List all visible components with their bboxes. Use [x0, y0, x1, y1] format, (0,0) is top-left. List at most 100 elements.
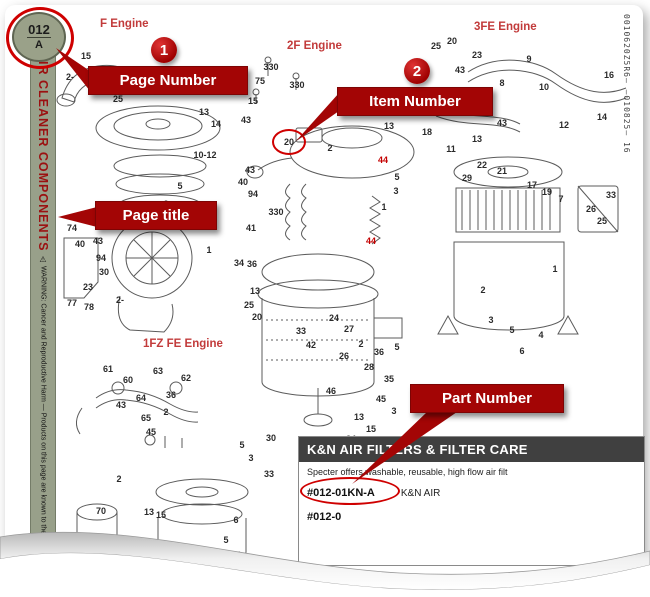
part-number-label: 6	[519, 346, 525, 356]
part-number-label: 14	[596, 112, 608, 122]
part-number-label: 13	[249, 286, 261, 296]
part-number-label: 40	[74, 239, 86, 249]
sidebar-page-title: AIR CLEANER COMPONENTS	[36, 51, 50, 252]
part-number-label: 65	[140, 413, 152, 423]
part-number-label: 10-12	[193, 150, 217, 160]
part-number-label: 15	[365, 424, 377, 434]
part-number-label: 33	[263, 469, 275, 479]
part-number-label: 70	[95, 506, 107, 516]
page-curl	[0, 531, 650, 597]
part-number-label: 25	[112, 94, 124, 104]
part-number-label: 25	[430, 41, 442, 51]
part-number-label: 62	[180, 373, 192, 383]
kn-panel-header: K&N AIR FILTERS & FILTER CARE	[299, 437, 644, 462]
part-number-label: 5	[394, 172, 400, 182]
part-number-label: 40	[237, 177, 249, 187]
part-number-label: 27	[343, 324, 355, 334]
part-number-label: 15	[80, 51, 92, 61]
part-number-label: 2	[163, 407, 169, 417]
part-number-label: 43	[496, 118, 508, 128]
part-number-label: 77	[66, 298, 78, 308]
part-number-label: 15	[155, 510, 167, 520]
part-number-label: 1	[381, 202, 387, 212]
callout-number-2: 2	[404, 58, 430, 84]
part-number-label: 5	[239, 440, 245, 450]
part-number-highlight-ellipse	[300, 477, 400, 505]
part-number-label: 13	[143, 507, 155, 517]
part-number-label: 23	[471, 50, 483, 60]
part-number-label: 2	[116, 474, 122, 484]
part-number-label: 13	[353, 412, 365, 422]
sidebar-warning-text: ⚠ WARNING: Cancer and Reproductive Harm …	[38, 255, 48, 543]
part-number-label: 18	[421, 127, 433, 137]
part-number-label: 8	[499, 78, 505, 88]
part-number-label: 9	[526, 54, 532, 64]
part-number-label: 20	[446, 36, 458, 46]
part-number-label: 43	[240, 115, 252, 125]
part-number-label: 44	[365, 236, 377, 246]
part-number-label: 74	[66, 223, 78, 233]
part-number-label: 24	[328, 313, 340, 323]
part-number-label: 36	[246, 259, 258, 269]
part-number-label: 43	[244, 165, 256, 175]
part-number-label: 16	[603, 70, 615, 80]
part-number-label: 60	[122, 375, 134, 385]
3fe-engine-diagram	[435, 59, 627, 335]
part-number-label: 46	[325, 386, 337, 396]
part-number-label: 43	[92, 236, 104, 246]
part-number-label: 25	[596, 216, 608, 226]
page-number-highlight-ellipse	[6, 7, 74, 69]
part-number-label: 64	[135, 393, 147, 403]
engine-label-f: F Engine	[100, 18, 149, 30]
part-number-label: 30	[265, 433, 277, 443]
part-number-label: 5	[177, 181, 183, 191]
part-number-label: 6	[233, 515, 239, 525]
part-number-label: 2	[358, 339, 364, 349]
part-number-label: 3	[393, 186, 399, 196]
part-number-label: 15	[247, 96, 259, 106]
part-number-label: 22	[476, 160, 488, 170]
part-number-label: 33	[295, 326, 307, 336]
part-number-label: 19	[541, 187, 553, 197]
part-number-label: 43	[115, 400, 127, 410]
part-number-label: 1	[206, 245, 212, 255]
kn-part-number: #012-0	[307, 511, 342, 523]
part-number-label: 44	[377, 155, 389, 165]
item-number-callout: Item Number	[337, 87, 493, 116]
page-title-callout: Page title	[95, 201, 217, 230]
part-number-label: 41	[245, 223, 257, 233]
part-number-label: 17	[526, 180, 538, 190]
part-number-label: 5	[394, 342, 400, 352]
part-number-label: 13	[471, 134, 483, 144]
part-number-label: 34	[233, 258, 245, 268]
part-number-label: 94	[247, 189, 259, 199]
page-number-callout: Page Number	[88, 66, 248, 95]
warning-triangle-icon: ⚠	[38, 255, 48, 264]
part-number-label: 45	[145, 427, 157, 437]
part-number-label: 5	[223, 535, 229, 545]
part-number-label: 20	[251, 312, 263, 322]
part-number-label: 45	[375, 394, 387, 404]
part-number-label: 30	[98, 267, 110, 277]
kn-part-row: #012-0	[299, 503, 644, 527]
part-number-label: 12	[558, 120, 570, 130]
part-number-label: 28	[363, 362, 375, 372]
callout-number-1: 1	[151, 37, 177, 63]
part-number-label: 3	[248, 453, 254, 463]
part-number-label: 330	[289, 80, 305, 90]
engine-label-1fzfe: 1FZ FE Engine	[143, 338, 223, 350]
part-number-label: 94	[95, 253, 107, 263]
engine-label-2f: 2F Engine	[287, 40, 342, 52]
part-number-label: 36	[165, 390, 177, 400]
part-number-label: 42	[305, 340, 317, 350]
part-number-label: 14	[210, 119, 222, 129]
part-number-callout: Part Number	[410, 384, 564, 413]
part-number-label: 26	[338, 351, 350, 361]
part-number-label: 5	[509, 325, 515, 335]
part-number-label: 35	[383, 374, 395, 384]
part-number-label: 2-	[115, 295, 125, 305]
part-number-label: 75	[254, 76, 266, 86]
part-number-label: 7	[558, 194, 564, 204]
part-number-label: 3	[488, 315, 494, 325]
